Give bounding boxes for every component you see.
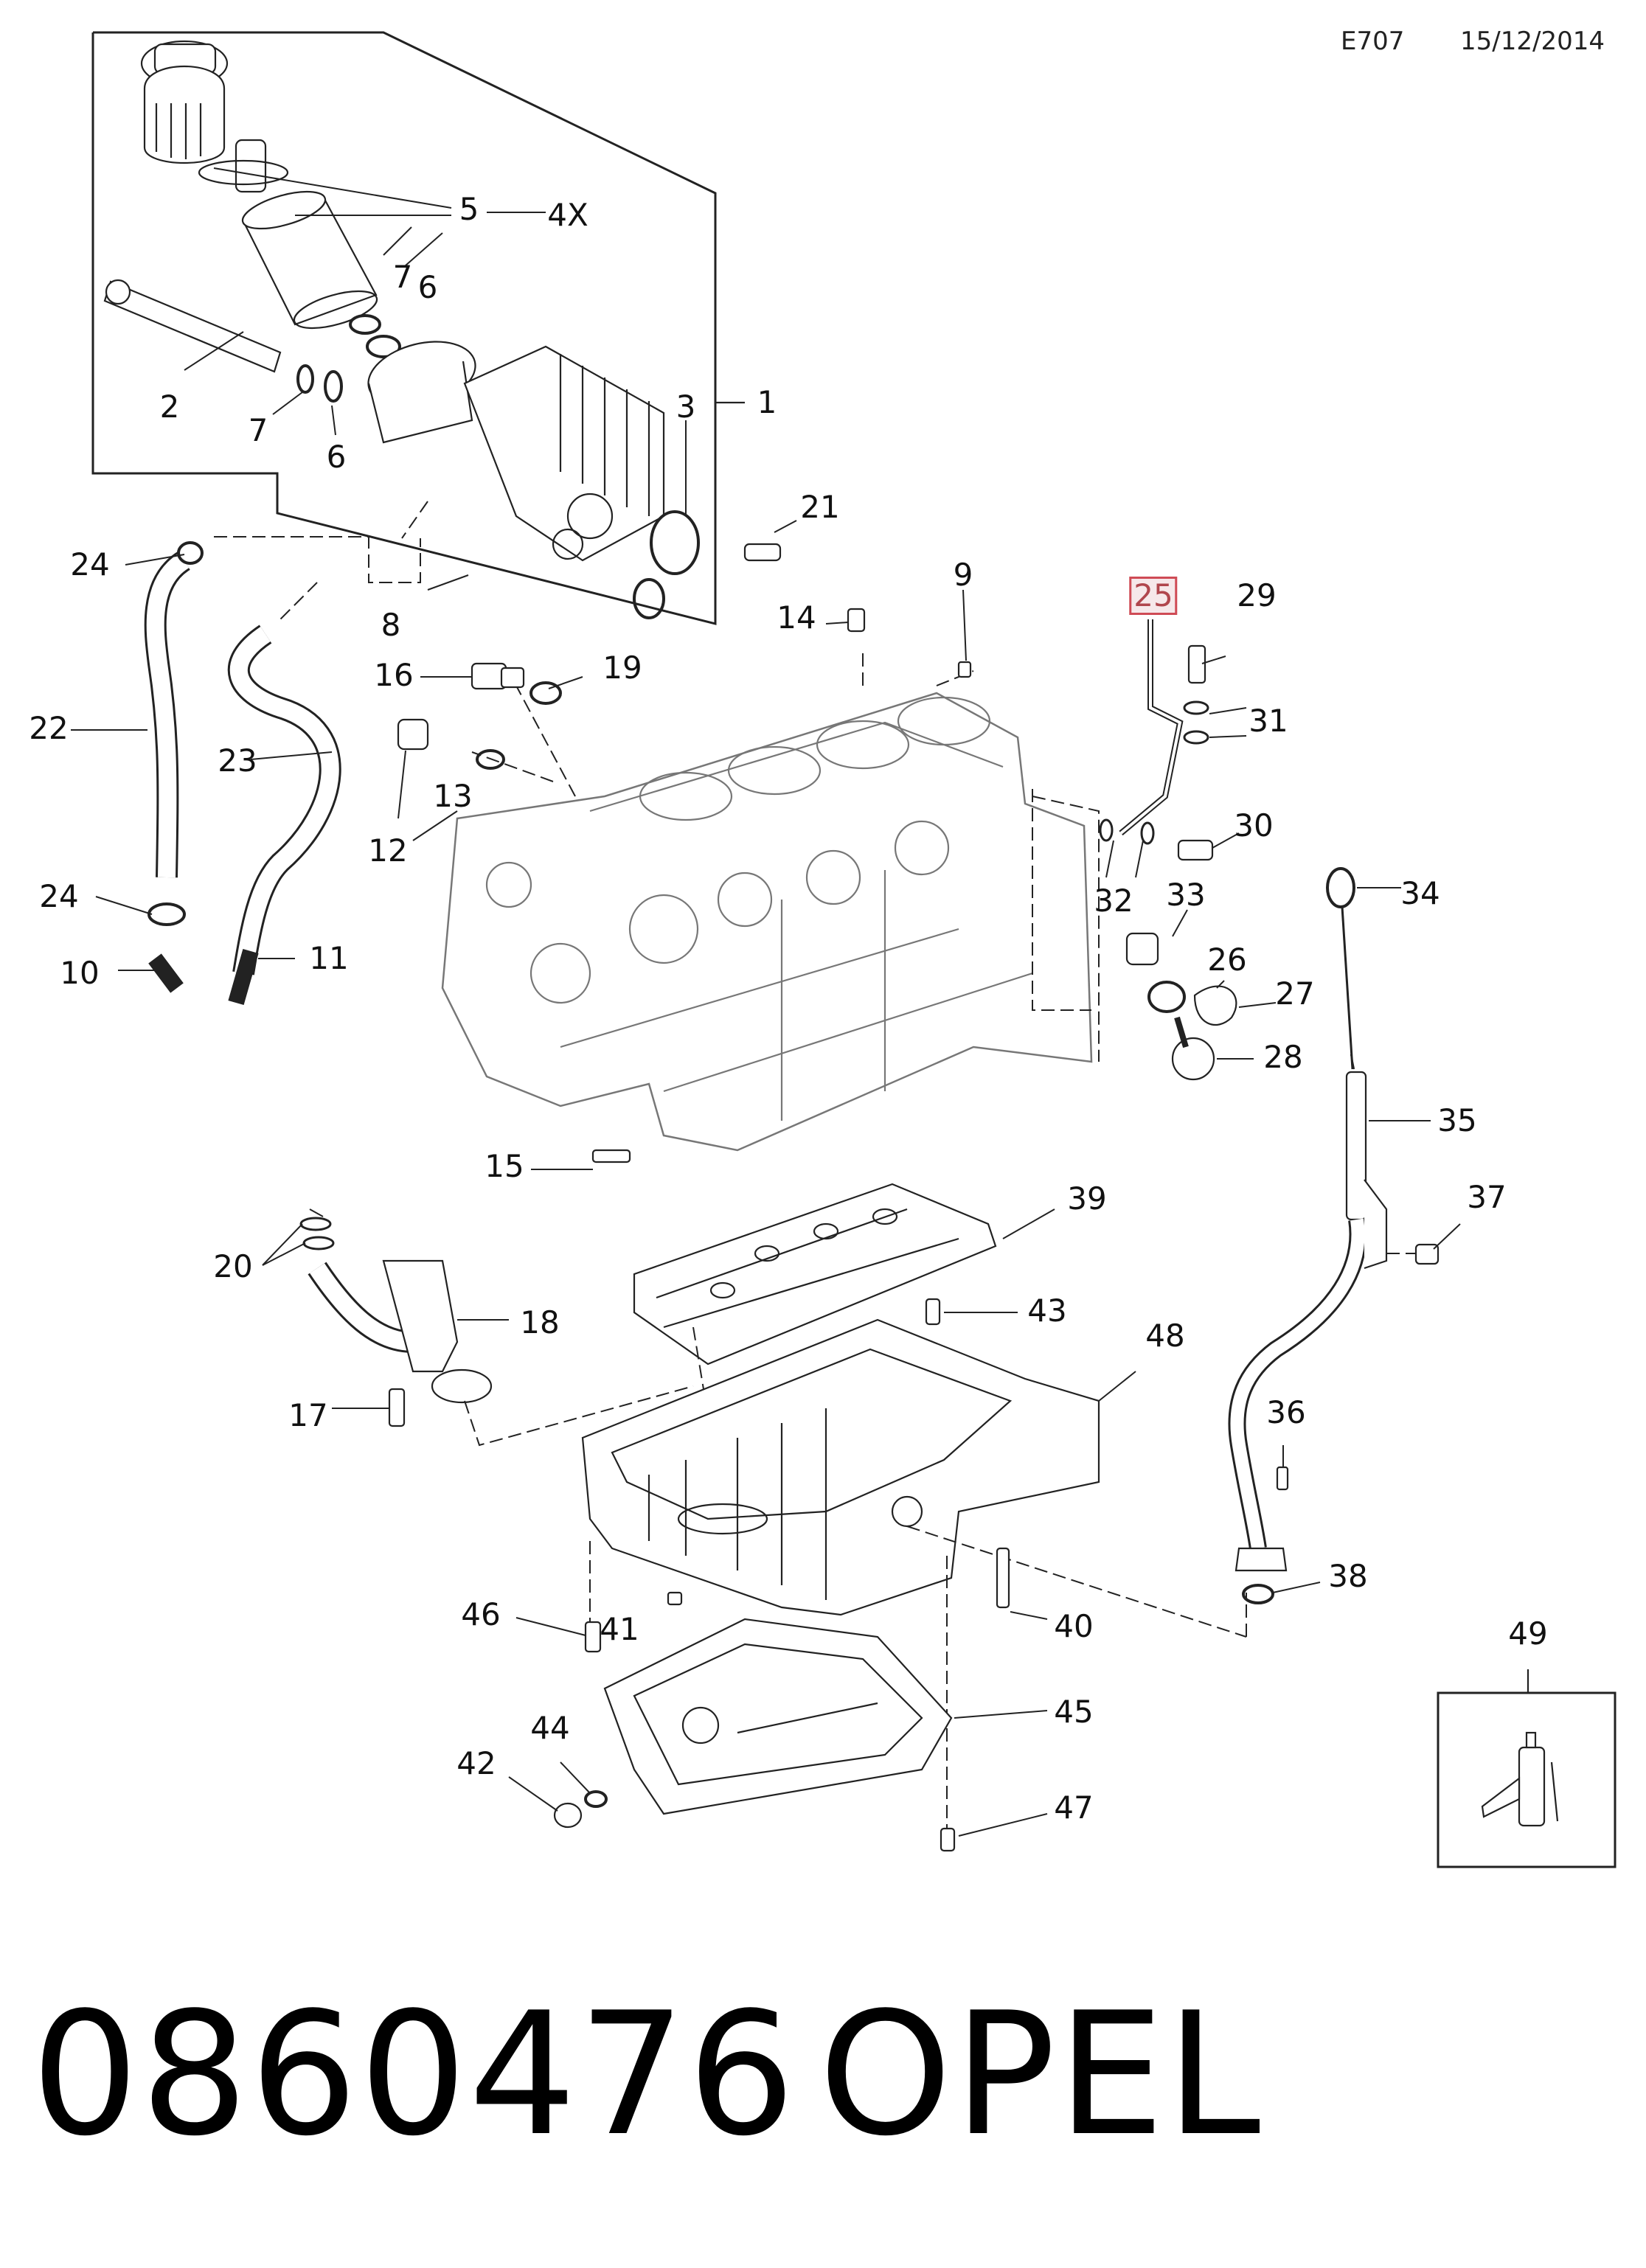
callout-32: 32 xyxy=(1094,883,1133,919)
callout-15: 15 xyxy=(485,1148,524,1184)
callout-20: 20 xyxy=(213,1248,253,1284)
callout-38: 38 xyxy=(1328,1558,1368,1594)
callout-19: 19 xyxy=(603,650,642,686)
oil-suction-pipe-18 xyxy=(262,1208,509,1427)
dipstick-tube-35 xyxy=(1228,1071,1440,1604)
filter-assembly-frame xyxy=(91,31,717,625)
seal-ring-6-lower xyxy=(324,370,343,403)
callout-21: 21 xyxy=(800,489,840,525)
callout-26: 26 xyxy=(1207,942,1247,978)
callout-22: 22 xyxy=(29,710,69,746)
seal-ring-3 xyxy=(650,510,700,575)
diagram-code: E707 xyxy=(1341,27,1405,56)
leader-lines-block xyxy=(71,554,967,1170)
callout-14: 14 xyxy=(777,599,816,636)
elbow-11 xyxy=(228,948,259,1006)
callout-42: 42 xyxy=(456,1745,496,1781)
callout-6-lower: 6 xyxy=(326,439,347,475)
valve-parts xyxy=(1125,932,1277,1081)
callout-7-upper: 7 xyxy=(392,259,413,295)
seal-ring-7-upper xyxy=(349,314,381,335)
callout-48: 48 xyxy=(1145,1318,1185,1354)
callout-11: 11 xyxy=(309,940,349,976)
callout-29: 29 xyxy=(1237,577,1277,613)
callout-43: 43 xyxy=(1027,1293,1067,1329)
callout-46: 46 xyxy=(461,1596,501,1632)
callout-35: 35 xyxy=(1437,1102,1477,1138)
seal-ring-6-upper xyxy=(366,335,401,358)
leader-lines-filter xyxy=(184,167,797,591)
callout-49: 49 xyxy=(1508,1615,1548,1652)
callout-2: 2 xyxy=(159,389,180,425)
callout-30: 30 xyxy=(1234,807,1274,843)
callout-10: 10 xyxy=(60,955,100,991)
pan-bolts xyxy=(584,1547,1010,1852)
callout-7-lower: 7 xyxy=(248,412,268,448)
callout-27: 27 xyxy=(1275,975,1315,1012)
callout-25-highlighted[interactable]: 25 xyxy=(1129,577,1178,615)
callout-6-upper: 6 xyxy=(417,269,438,305)
filter-cap-part xyxy=(140,40,289,193)
drain-plug-42 xyxy=(508,1761,608,1829)
filter-element-part xyxy=(241,190,378,330)
callout-18: 18 xyxy=(520,1304,560,1340)
callout-28: 28 xyxy=(1263,1039,1303,1075)
brand-name: OPEL xyxy=(819,1977,1263,2174)
sealant-box-49 xyxy=(1437,1669,1617,1868)
block-fasteners xyxy=(397,608,972,1163)
callout-33: 33 xyxy=(1166,877,1206,913)
dipstick-34 xyxy=(1326,867,1401,1070)
oil-pan-lower-45 xyxy=(603,1618,1048,1815)
callout-31: 31 xyxy=(1249,703,1288,739)
windage-tray-39 xyxy=(633,1183,1055,1366)
callout-45: 45 xyxy=(1054,1694,1094,1730)
callout-12: 12 xyxy=(368,832,408,869)
clamp-24-lower xyxy=(147,902,186,926)
callout-44: 44 xyxy=(530,1710,570,1746)
engine-block xyxy=(441,692,1093,1152)
diagram-date: 15/12/2014 xyxy=(1460,27,1605,56)
callout-17: 17 xyxy=(288,1397,328,1433)
callout-36: 36 xyxy=(1266,1394,1306,1430)
callout-24-upper: 24 xyxy=(70,546,110,582)
callout-3: 3 xyxy=(676,389,696,425)
part-number: 0860476 xyxy=(31,1977,797,2174)
callout-23: 23 xyxy=(218,742,257,779)
callout-47: 47 xyxy=(1054,1789,1094,1826)
callout-4x: 4X xyxy=(547,197,588,233)
callout-39: 39 xyxy=(1067,1180,1107,1217)
callout-34: 34 xyxy=(1400,875,1440,911)
callout-37: 37 xyxy=(1467,1179,1507,1215)
callout-24-lower: 24 xyxy=(39,878,79,914)
bolt-21 xyxy=(743,543,782,562)
oil-pan-upper-48 xyxy=(581,1318,1136,1616)
callout-5: 5 xyxy=(459,191,479,227)
elbow-10 xyxy=(148,953,184,993)
callout-40: 40 xyxy=(1054,1608,1094,1644)
pipe-25 xyxy=(1099,619,1214,861)
callout-41: 41 xyxy=(600,1611,639,1647)
callout-9: 9 xyxy=(953,557,973,593)
callout-1: 1 xyxy=(757,384,777,420)
clamp-24-upper xyxy=(177,541,204,565)
filter-housing-cooler xyxy=(367,341,665,562)
callout-8: 8 xyxy=(381,607,401,643)
seal-ring-7-lower xyxy=(296,364,314,394)
pipe-part-2 xyxy=(103,279,282,373)
callout-13: 13 xyxy=(433,778,473,814)
callout-16: 16 xyxy=(374,657,414,693)
